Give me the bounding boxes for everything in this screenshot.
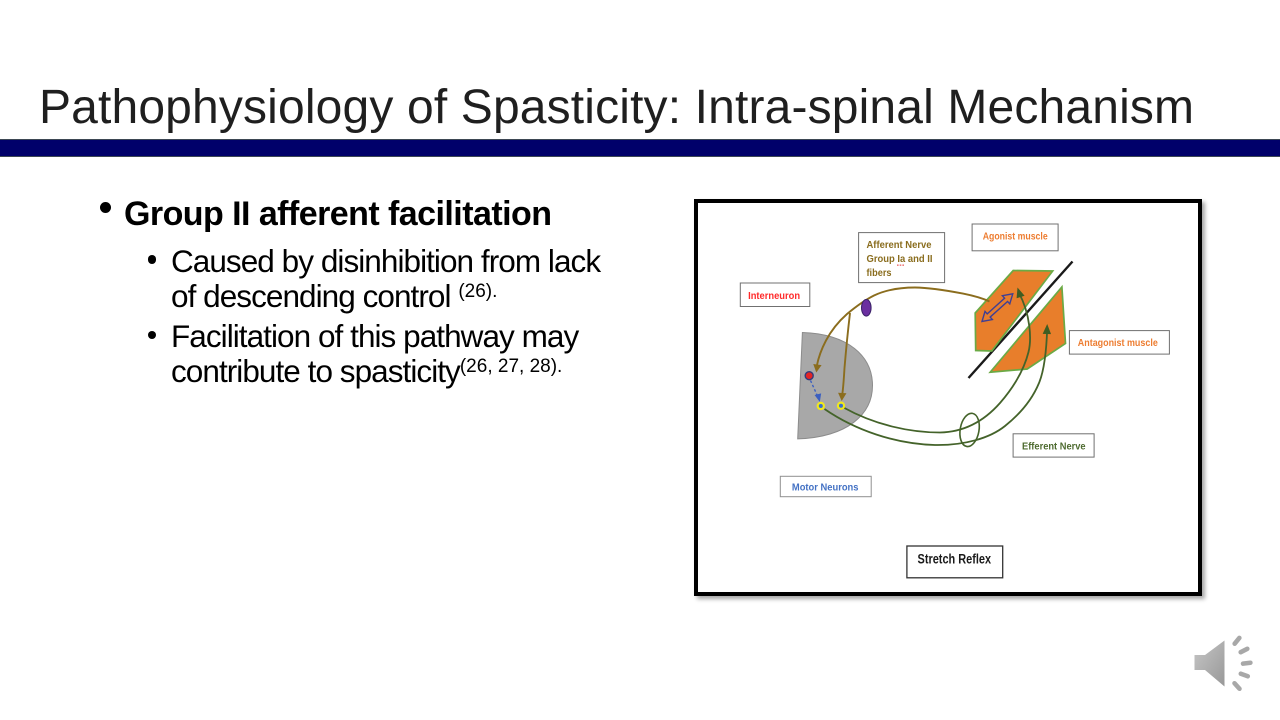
svg-text:Stretch Reflex: Stretch Reflex — [918, 551, 992, 566]
svg-text:Motor Neurons: Motor Neurons — [792, 481, 859, 493]
svg-text:Group Ia and II: Group Ia and II — [867, 253, 933, 265]
svg-text:Efferent Nerve: Efferent Nerve — [1022, 440, 1086, 452]
svg-text:Agonist muscle: Agonist muscle — [983, 231, 1048, 243]
svg-text:Interneuron: Interneuron — [748, 290, 800, 302]
svg-text:Afferent Nerve: Afferent Nerve — [867, 239, 932, 251]
svg-text:Antagonist muscle: Antagonist muscle — [1078, 337, 1158, 349]
svg-text:fibers: fibers — [867, 267, 892, 279]
